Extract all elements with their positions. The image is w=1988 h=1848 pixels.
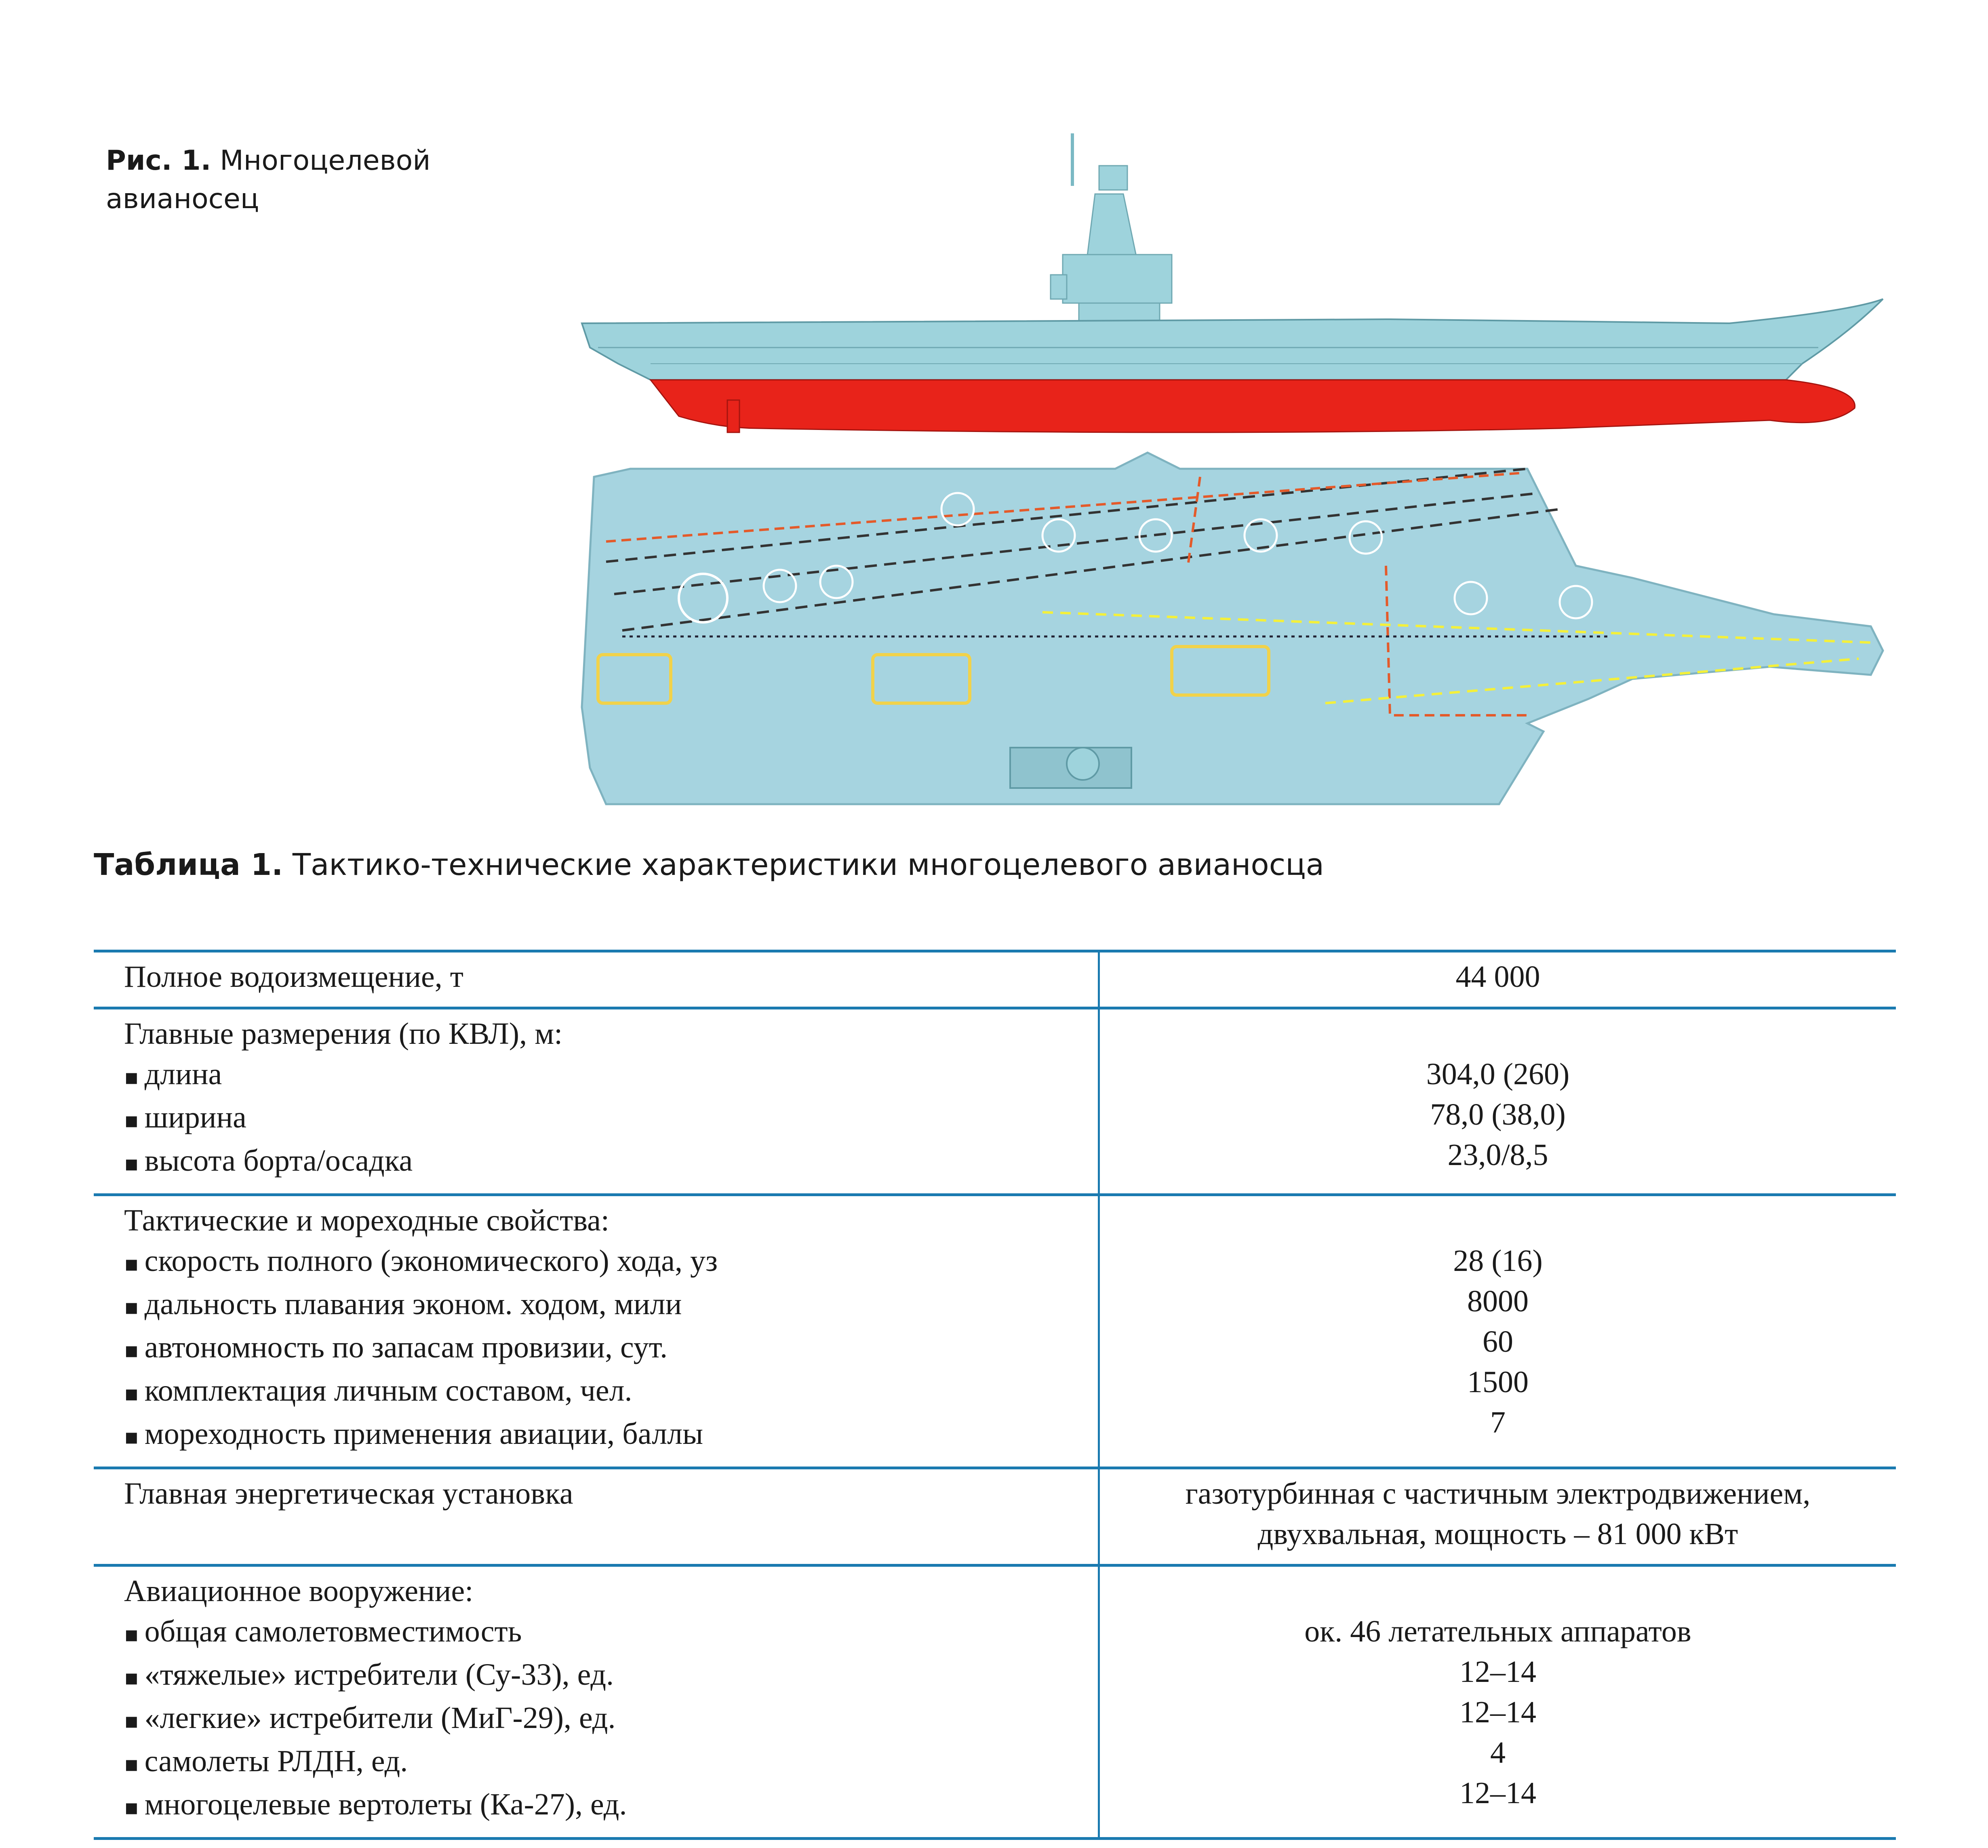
spec-item-value: 12–14 — [1459, 1695, 1536, 1729]
spec-item-label: ▪мореходность применения авиации, баллы — [124, 1414, 1098, 1457]
bullet-marker: ▪ — [124, 1794, 139, 1820]
bullet-marker: ▪ — [124, 1424, 139, 1449]
spec-item-text: дальность плавания эконом. ходом, мили — [144, 1287, 682, 1321]
row-label-cell: Главная энергетическая установка — [94, 1468, 1100, 1566]
spec-item-text: длина — [144, 1057, 222, 1091]
spec-item-label: ▪общая самолетовместимость — [124, 1611, 1098, 1654]
spec-item-value: ок. 46 летательных аппаратов — [1304, 1614, 1691, 1648]
spec-item-text: самолеты РЛДН, ед. — [144, 1744, 408, 1778]
figure-caption-line: Многоцелевой — [220, 145, 431, 177]
row-header-value: 44 000 — [1455, 960, 1540, 994]
spec-item-text: мореходность применения авиации, баллы — [144, 1417, 703, 1451]
spec-item-label: ▪высота борта/осадка — [124, 1140, 1098, 1184]
spec-item-label: ▪длина — [124, 1054, 1098, 1097]
spec-item-text: многоцелевые вертолеты (Ка-27), ед. — [144, 1787, 627, 1821]
spec-item-text: ширина — [144, 1100, 246, 1134]
spec-item-value: 8000 — [1467, 1284, 1529, 1318]
spec-item-label: ▪автономность по запасам провизии, сут. — [124, 1327, 1098, 1370]
row-header: Главные размерения (по КВЛ), м: — [124, 1017, 563, 1051]
spec-item-value: 7 — [1490, 1405, 1506, 1439]
spec-item-text: высота борта/осадка — [144, 1144, 413, 1178]
spec-item-value: 60 — [1483, 1325, 1513, 1359]
table-row: Главная энергетическая установка газотурб… — [94, 1468, 1896, 1566]
figure-number: Рис. 1. — [106, 145, 211, 177]
row-label-cell: Авиационное вооружение:▪общая самолетовм… — [94, 1565, 1100, 1839]
bullet-marker: ▪ — [124, 1107, 139, 1133]
table-title: Тактико-технические характеристики много… — [292, 847, 1325, 882]
bullet-marker: ▪ — [124, 1665, 139, 1690]
table-row: Главные размерения (по КВЛ), м:▪длина▪ши… — [94, 1008, 1896, 1195]
spec-item-label: ▪ширина — [124, 1097, 1098, 1140]
aircraft-carrier-drawing — [581, 133, 1884, 805]
row-value-cell: 44 000 — [1099, 951, 1896, 1008]
bullet-marker: ▪ — [124, 1151, 139, 1176]
row-label-cell: Тактические и мореходные свойства:▪скоро… — [94, 1195, 1100, 1468]
table-row: Авиационное вооружение:▪общая самолетовм… — [94, 1565, 1896, 1839]
spec-item-text: общая самолетовместимость — [144, 1614, 522, 1648]
spec-item-label: ▪дальность плавания эконом. ходом, мили — [124, 1284, 1098, 1327]
spec-item-text: «легкие» истребители (МиГ-29), ед. — [144, 1701, 616, 1735]
row-header: Тактические и мореходные свойства: — [124, 1203, 609, 1237]
spec-item-text: скорость полного (экономического) хода, … — [144, 1244, 718, 1278]
bullet-marker: ▪ — [124, 1708, 139, 1733]
spec-item-value: 1500 — [1467, 1365, 1529, 1399]
spec-item-value: 78,0 (38,0) — [1430, 1098, 1566, 1132]
row-value-cell: .304,0 (260)78,0 (38,0)23,0/8,5 — [1099, 1008, 1896, 1195]
figure-caption: Рис. 1. Многоцелевой авианосец — [106, 141, 510, 218]
row-value-cell: .ок. 46 летательных аппаратов12–1412–144… — [1099, 1566, 1896, 1839]
spec-item-label: ▪«тяжелые» истребители (Су-33), ед. — [124, 1654, 1098, 1698]
spec-item-text: «тяжелые» истребители (Су-33), ед. — [144, 1658, 614, 1692]
spec-item-value: 28 (16) — [1453, 1244, 1543, 1278]
spec-item-label: ▪скорость полного (экономического) хода,… — [124, 1241, 1098, 1284]
bullet-marker: ▪ — [124, 1251, 139, 1276]
spec-item-value: 12–14 — [1459, 1776, 1536, 1810]
spec-item-label: ▪самолеты РЛДН, ед. — [124, 1741, 1098, 1784]
table-row: Полное водоизмещение, т 44 000 — [94, 951, 1896, 1008]
deck-plan — [581, 451, 1884, 805]
table-number: Таблица 1. — [94, 847, 283, 882]
bullet-marker: ▪ — [124, 1751, 139, 1776]
table-row: Тактические и мореходные свойства:▪скоро… — [94, 1195, 1896, 1468]
row-label-cell: Главные размерения (по КВЛ), м:▪длина▪ши… — [94, 1008, 1100, 1195]
spec-item-label: ▪комплектация личным составом, чел. — [124, 1370, 1098, 1414]
bullet-marker: ▪ — [124, 1380, 139, 1406]
bullet-marker: ▪ — [124, 1294, 139, 1319]
bullet-marker: ▪ — [124, 1064, 139, 1089]
side-view — [581, 133, 1884, 433]
spec-item-text: комплектация личным составом, чел. — [144, 1374, 632, 1408]
bullet-marker: ▪ — [124, 1621, 139, 1647]
spec-item-text: автономность по запасам провизии, сут. — [144, 1330, 668, 1364]
row-label-cell: Полное водоизмещение, т — [94, 951, 1100, 1008]
spec-item-value: 4 — [1490, 1736, 1506, 1770]
spec-item-value: 304,0 (260) — [1426, 1057, 1570, 1091]
row-header-value: газотурбинная с частичным электродвижени… — [1185, 1477, 1811, 1511]
row-header: Главная энергетическая установка — [124, 1477, 573, 1511]
spec-item-label: ▪многоцелевые вертолеты (Ка-27), ед. — [124, 1784, 1098, 1827]
table-caption: Таблица 1. Тактико-технические характери… — [94, 845, 1324, 885]
row-header: Авиационное вооружение: — [124, 1574, 474, 1608]
row-header: Полное водоизмещение, т — [124, 960, 463, 994]
spec-item-value: 12–14 — [1459, 1655, 1536, 1689]
figure-caption-line: авианосец — [106, 183, 259, 215]
spec-item-label: ▪«легкие» истребители (МиГ-29), ед. — [124, 1698, 1098, 1741]
spec-item-value: 23,0/8,5 — [1447, 1138, 1548, 1172]
row-extra-value: двухвальная, мощность – 81 000 кВт — [1257, 1517, 1738, 1551]
row-value-cell: газотурбинная с частичным электродвижени… — [1099, 1468, 1896, 1566]
bullet-marker: ▪ — [124, 1337, 139, 1363]
